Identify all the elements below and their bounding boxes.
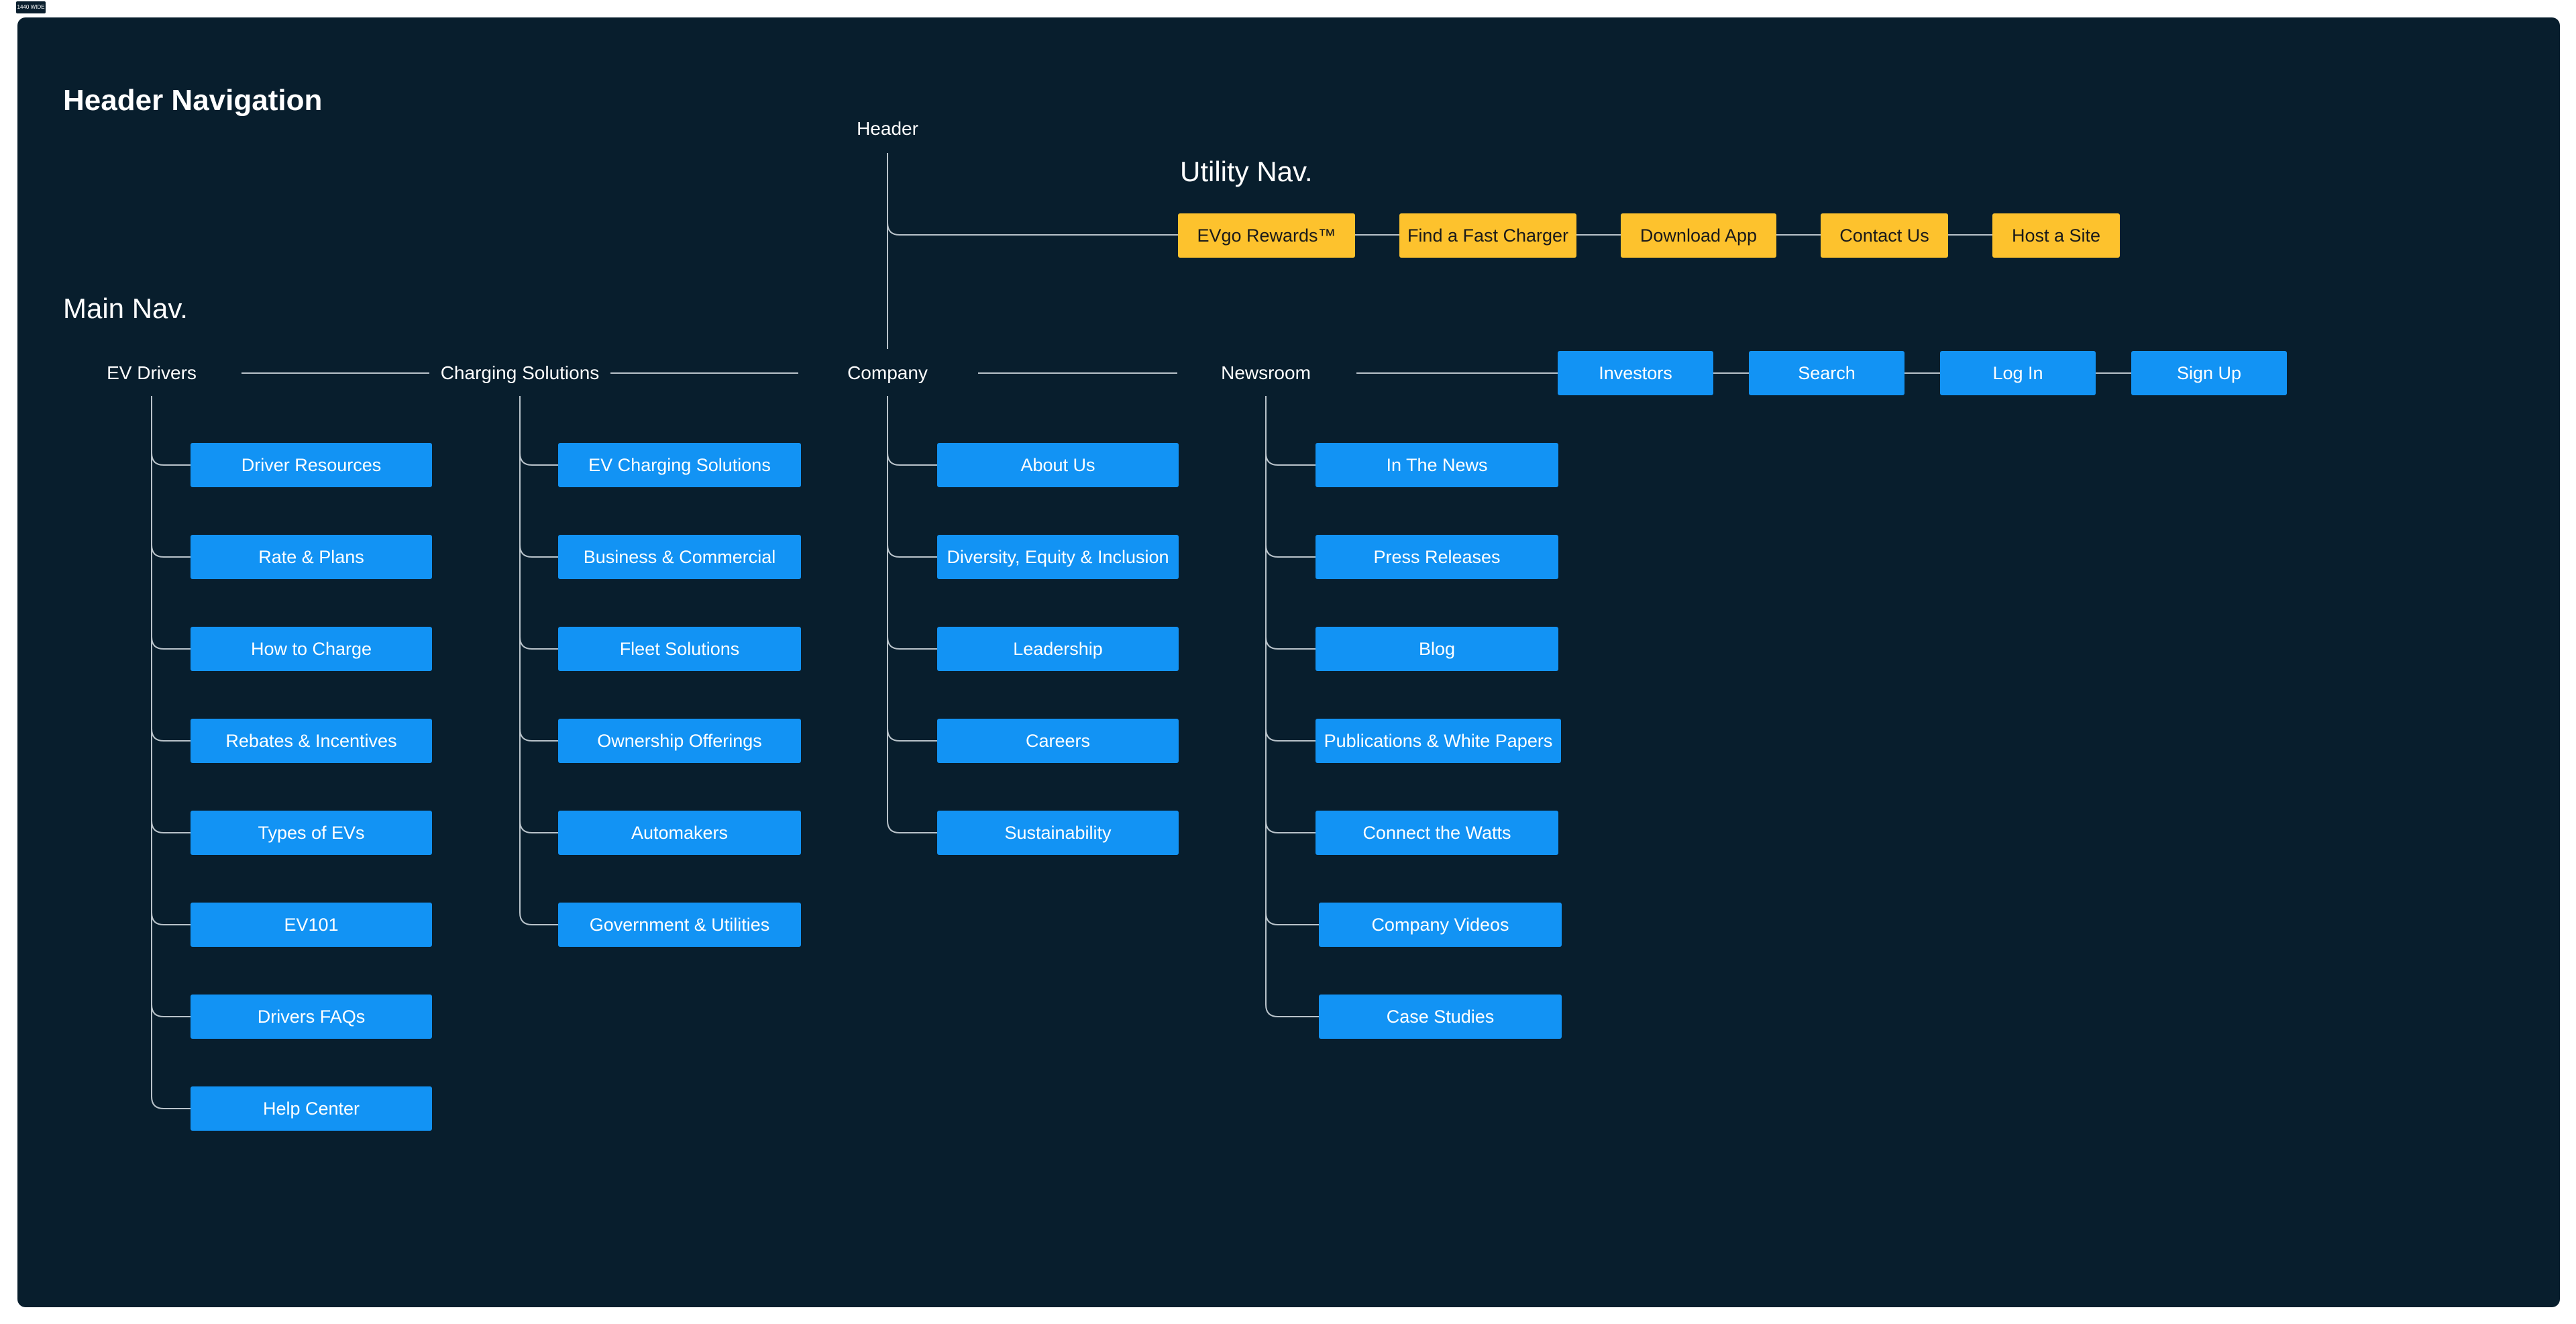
- investors-button[interactable]: Investors: [1558, 351, 1713, 395]
- log-in-button[interactable]: Log In: [1940, 351, 2096, 395]
- menu-item-rate-and-plans[interactable]: Rate & Plans: [191, 535, 432, 579]
- menu-item-business-and-commercial[interactable]: Business & Commercial: [558, 535, 801, 579]
- menu-item-automakers[interactable]: Automakers: [558, 811, 801, 855]
- menu-item-rebates-and-incentives[interactable]: Rebates & Incentives: [191, 719, 432, 763]
- menu-item-case-studies[interactable]: Case Studies: [1319, 995, 1562, 1039]
- menu-item-careers[interactable]: Careers: [937, 719, 1179, 763]
- menu-item-driver-resources[interactable]: Driver Resources: [191, 443, 432, 487]
- main-nav-ev-drivers[interactable]: EV Drivers: [107, 362, 197, 383]
- sign-up-button[interactable]: Sign Up: [2131, 351, 2287, 395]
- menu-item-how-to-charge[interactable]: How to Charge: [191, 627, 432, 671]
- menu-item-company-videos[interactable]: Company Videos: [1319, 903, 1562, 947]
- search-button[interactable]: Search: [1749, 351, 1904, 395]
- utility-nav-evgo-rewards-button[interactable]: EVgo Rewards™: [1178, 213, 1355, 258]
- menu-item-government-and-utilities[interactable]: Government & Utilities: [558, 903, 801, 947]
- utility-nav-host-a-site-button[interactable]: Host a Site: [1992, 213, 2120, 258]
- utility-nav-find-a-fast-charger-button[interactable]: Find a Fast Charger: [1399, 213, 1576, 258]
- main-nav-company[interactable]: Company: [847, 362, 928, 383]
- menu-item-ev-charging-solutions[interactable]: EV Charging Solutions: [558, 443, 801, 487]
- main-nav-charging-solutions[interactable]: Charging Solutions: [440, 362, 600, 383]
- menu-item-leadership[interactable]: Leadership: [937, 627, 1179, 671]
- menu-item-fleet-solutions[interactable]: Fleet Solutions: [558, 627, 801, 671]
- utility-nav-download-app-button[interactable]: Download App: [1621, 213, 1776, 258]
- menu-item-diversity-equity-and-inclusion[interactable]: Diversity, Equity & Inclusion: [937, 535, 1179, 579]
- menu-item-publications-and-white-papers[interactable]: Publications & White Papers: [1316, 719, 1561, 763]
- main-nav-label: Main Nav.: [63, 293, 188, 324]
- menu-item-blog[interactable]: Blog: [1316, 627, 1558, 671]
- menu-item-help-center[interactable]: Help Center: [191, 1086, 432, 1131]
- menu-item-ownership-offerings[interactable]: Ownership Offerings: [558, 719, 801, 763]
- menu-item-press-releases[interactable]: Press Releases: [1316, 535, 1558, 579]
- main-nav-newsroom[interactable]: Newsroom: [1221, 362, 1311, 383]
- menu-item-sustainability[interactable]: Sustainability: [937, 811, 1179, 855]
- menu-item-connect-the-watts[interactable]: Connect the Watts: [1316, 811, 1558, 855]
- menu-item-in-the-news[interactable]: In The News: [1316, 443, 1558, 487]
- menu-item-ev101[interactable]: EV101: [191, 903, 432, 947]
- utility-nav-contact-us-button[interactable]: Contact Us: [1821, 213, 1948, 258]
- utility-nav-label: Utility Nav.: [1180, 156, 1313, 187]
- frame-tag: 1440 WIDE: [16, 1, 46, 13]
- menu-item-types-of-evs[interactable]: Types of EVs: [191, 811, 432, 855]
- menu-item-about-us[interactable]: About Us: [937, 443, 1179, 487]
- header-label: Header: [857, 118, 918, 139]
- page-title: Header Navigation: [63, 84, 323, 117]
- menu-item-drivers-faqs[interactable]: Drivers FAQs: [191, 995, 432, 1039]
